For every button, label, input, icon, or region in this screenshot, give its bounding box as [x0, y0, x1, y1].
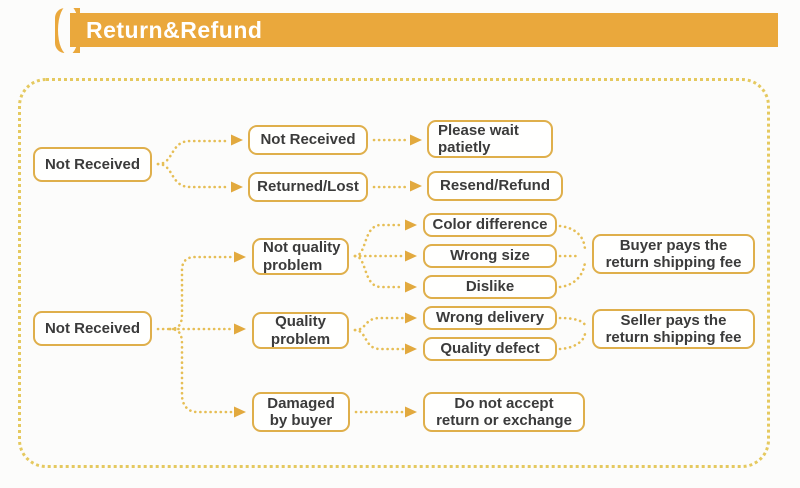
connector-q-defect	[353, 328, 405, 351]
arrow-into-size	[405, 250, 417, 262]
connector-dislike-buyer	[558, 258, 587, 289]
connector-root2-notquality	[168, 255, 233, 331]
node-damaged-by-buyer: Damaged by buyer	[252, 392, 350, 432]
arrow-into-delivery	[405, 312, 417, 324]
node-quality-problem: Quality problem	[252, 312, 349, 349]
node-seller-pays: Seller pays the return shipping fee	[592, 309, 755, 349]
arrow-into-resend	[410, 180, 422, 192]
arrow-into-notquality	[234, 251, 246, 263]
connector-nq-dislike	[353, 254, 405, 289]
arrow-into-wait	[410, 134, 422, 146]
node-not-quality-problem: Not quality problem	[252, 238, 349, 275]
node-please-wait: Please wait patietly	[427, 120, 553, 158]
node-wrong-size: Wrong size	[423, 244, 557, 268]
connector-root2-damaged	[168, 327, 233, 414]
node-quality-defect: Quality defect	[423, 337, 557, 361]
node-returned-lost: Returned/Lost	[248, 172, 368, 202]
flowchart-frame	[18, 78, 770, 468]
node-not-received-2: Not Received	[248, 125, 368, 155]
node-buyer-pays: Buyer pays the return shipping fee	[592, 234, 755, 274]
connector-q-delivery	[353, 316, 405, 332]
arrow-into-damaged	[234, 406, 246, 418]
node-color-difference: Color difference	[423, 213, 557, 237]
node-do-not-accept: Do not accept return or exchange	[423, 392, 585, 432]
node-root-2: Not Received	[33, 311, 152, 346]
arrow-into-returnedlost	[231, 181, 243, 193]
arrow-into-color	[405, 219, 417, 231]
arrow-into-donot	[405, 406, 417, 418]
arrow-into-quality	[234, 323, 246, 335]
connector-color-buyer	[558, 224, 587, 253]
arrow-into-notreceived	[231, 134, 243, 146]
page-title: Return&Refund	[86, 16, 263, 43]
node-dislike: Dislike	[423, 275, 557, 299]
arrow-into-defect	[405, 343, 417, 355]
connector-defect-seller	[558, 331, 587, 351]
header-banner: Return&Refund	[70, 13, 778, 47]
connector-root1-returnedlost	[156, 162, 230, 189]
node-wrong-delivery: Wrong delivery	[423, 306, 557, 330]
node-root-1: Not Received	[33, 147, 152, 182]
node-resend-refund: Resend/Refund	[427, 171, 563, 201]
arrow-into-dislike	[405, 281, 417, 293]
connector-nq-color	[353, 223, 405, 258]
connector-root1-notreceived	[156, 139, 230, 166]
connector-delivery-seller	[558, 316, 587, 327]
